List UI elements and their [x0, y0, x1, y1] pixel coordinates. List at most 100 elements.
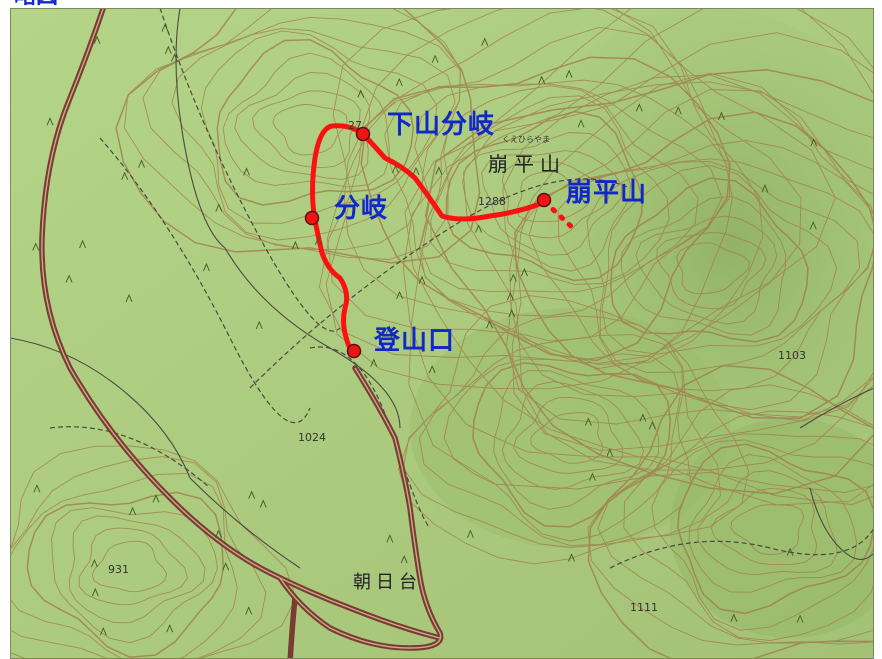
waypoint-marker-summit[interactable] — [536, 192, 552, 208]
tree-symbol — [568, 553, 575, 562]
contour-line — [124, 8, 461, 260]
tree-symbol — [508, 308, 516, 318]
tree-symbol — [648, 421, 656, 430]
tree-symbol — [222, 562, 230, 571]
tree-symbol — [521, 267, 528, 277]
contour-line — [408, 8, 874, 493]
tree-symbol — [164, 45, 172, 54]
contour-line — [402, 8, 874, 506]
tree-symbol — [248, 490, 256, 499]
main-roads-inner — [41, 8, 442, 649]
contour-line — [430, 95, 670, 285]
contour-line — [462, 81, 874, 471]
tree-symbol — [718, 111, 725, 120]
contour-line — [445, 110, 644, 282]
elevation-fork-small: 27 — [348, 119, 362, 132]
contour-line — [557, 158, 874, 392]
tree-symbol — [215, 203, 223, 212]
tree-symbol — [125, 293, 133, 303]
tree-symbol — [99, 627, 107, 636]
mountain-reading-label: くえひらやま — [502, 135, 550, 144]
tree-symbol — [538, 75, 546, 84]
contour-line — [481, 150, 623, 256]
tree-symbol — [635, 103, 643, 112]
tree-symbol — [565, 69, 573, 78]
waypoint-marker-shimoyama-fork[interactable] — [355, 126, 371, 142]
contour-line — [601, 164, 838, 355]
tree-symbol — [215, 529, 222, 538]
tree-symbol — [79, 239, 86, 249]
tree-symbol — [509, 273, 517, 282]
tree-symbol — [810, 138, 818, 147]
tree-symbol — [243, 167, 250, 176]
contour-line — [252, 90, 361, 169]
tree-symbol — [395, 77, 403, 87]
contour-line — [697, 470, 838, 576]
contour-line — [610, 177, 809, 343]
elevation-west: 931 — [108, 563, 129, 576]
contour-line — [397, 295, 750, 565]
tree-symbol — [245, 606, 253, 615]
tree-symbol — [385, 325, 393, 334]
tree-symbol — [93, 35, 101, 44]
waypoint-label-fork: 分岐 — [334, 194, 389, 224]
contour-line — [501, 381, 644, 490]
tree-symbol — [370, 358, 378, 367]
elevation-south: 1111 — [630, 601, 658, 614]
contour-line — [418, 334, 692, 547]
tree-symbol — [91, 558, 98, 568]
tree-symbol — [428, 364, 436, 374]
contour-line — [472, 362, 671, 528]
tree-symbol — [796, 614, 804, 623]
waypoint-label-shimoyama-fork: 下山分岐 — [387, 110, 496, 140]
contour-line — [502, 74, 874, 451]
contour-line — [404, 32, 874, 506]
contour-line — [501, 161, 609, 239]
contour-line — [676, 242, 750, 295]
tree-symbol — [584, 417, 592, 426]
contour-line — [424, 68, 874, 495]
tree-symbol — [33, 484, 41, 493]
tree-symbol — [674, 106, 682, 115]
contour-line — [587, 364, 874, 659]
tree-symbol — [435, 166, 443, 175]
tree-symbol — [166, 624, 174, 633]
tree-symbol — [481, 37, 489, 46]
tree-symbol — [431, 54, 439, 63]
contour-line — [509, 89, 874, 422]
contour-line — [326, 8, 764, 365]
map-title: 略図 — [14, 0, 58, 8]
waypoint-marker-fork[interactable] — [304, 210, 320, 226]
contour-line — [360, 56, 731, 362]
tree-symbol — [314, 236, 322, 245]
contour-line — [730, 504, 805, 556]
vegetation-symbols — [32, 23, 818, 636]
contour-line — [530, 412, 604, 464]
hiking-route — [310, 123, 548, 356]
settlement-label: 朝日台 — [353, 572, 422, 593]
contour-line — [635, 215, 778, 325]
contour-line — [493, 370, 659, 510]
tree-symbol — [171, 53, 178, 62]
tree-symbol — [639, 413, 647, 422]
elevation-mid: 1024 — [298, 431, 326, 444]
topographic-map[interactable]: 崩平山 くえひらやま 朝日台 1288 1103 1024 931 1111 2… — [10, 8, 874, 659]
contour-lines — [10, 8, 874, 659]
waypoint-marker-trailhead[interactable] — [346, 343, 362, 359]
tree-symbol — [390, 331, 397, 341]
contour-line — [710, 487, 818, 566]
contour-line — [142, 16, 461, 250]
tree-symbol — [475, 224, 482, 233]
contour-line — [514, 111, 874, 419]
tree-symbol — [138, 159, 145, 168]
tree-symbol — [259, 499, 267, 508]
contour-line — [78, 527, 188, 606]
tree-symbol — [392, 164, 399, 174]
map-canvas[interactable] — [10, 8, 874, 659]
contour-line — [516, 170, 590, 222]
tree-symbol — [255, 320, 263, 330]
contour-line — [325, 8, 836, 390]
tree-symbol — [577, 194, 585, 203]
tree-symbol — [46, 117, 54, 126]
tree-symbol — [32, 242, 40, 251]
